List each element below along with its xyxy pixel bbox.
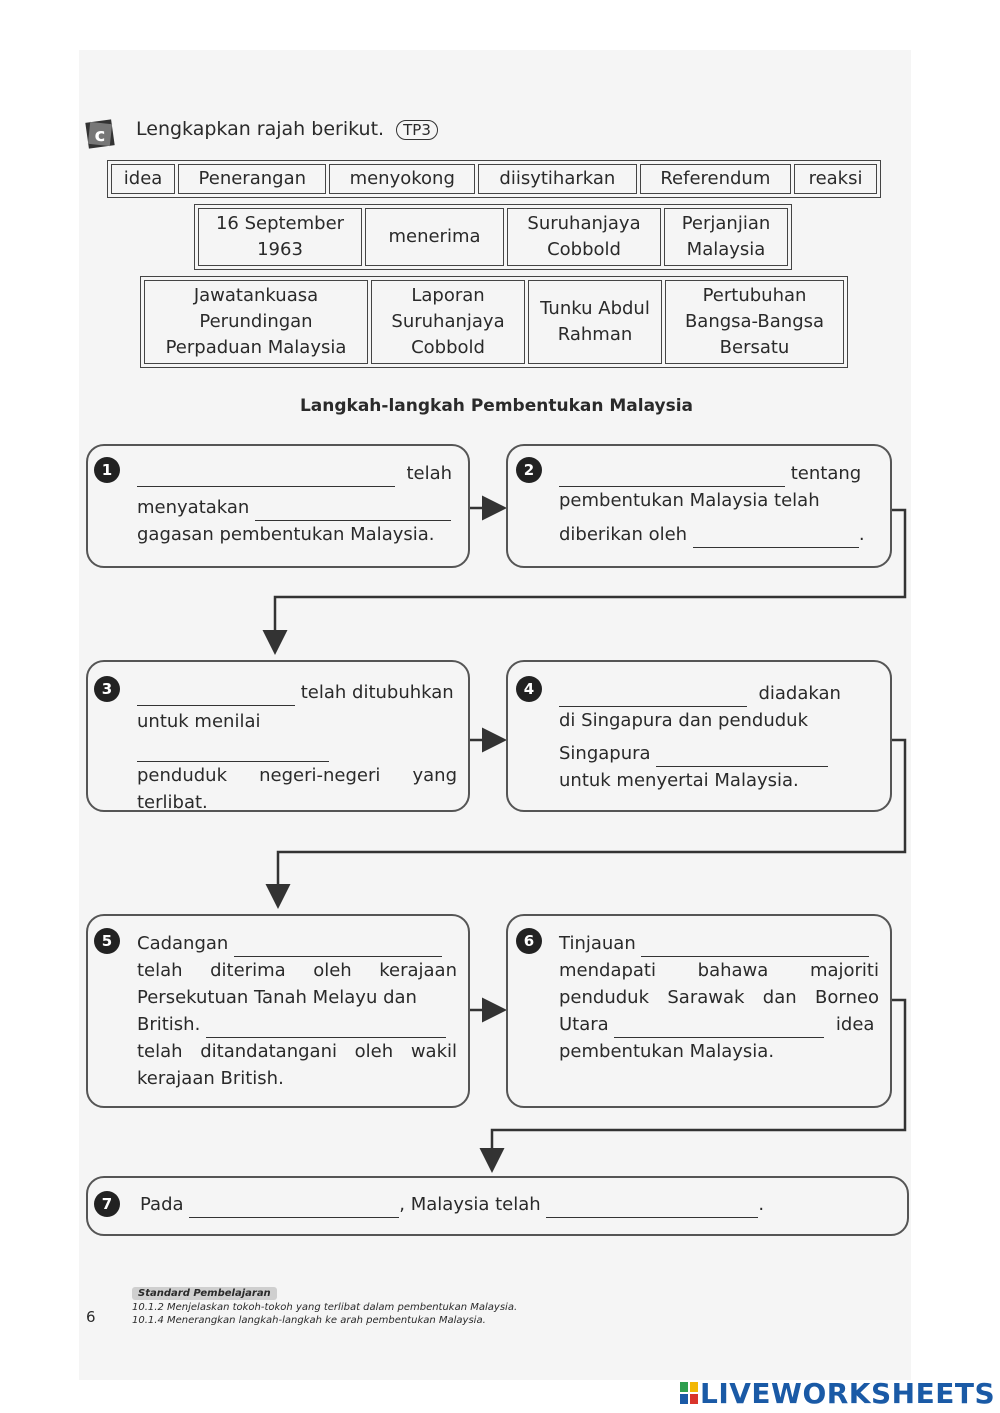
- step-4-blank-2[interactable]: [656, 748, 829, 767]
- step-4-text: diadakan di Singapura dan penduduk Singa…: [559, 680, 869, 794]
- word-bank-cell: reaksi: [794, 164, 877, 194]
- step-6-text-e: idea: [835, 1014, 875, 1035]
- section-c-icon: c: [85, 119, 115, 149]
- liveworksheets-logo-icon: [680, 1382, 698, 1404]
- step-1-text-c: gagasan pembentukan Malaysia.: [137, 524, 435, 545]
- step-5-text: Cadangan telah diterima oleh kerajaan Pe…: [137, 930, 457, 1092]
- arrow-6-7: [479, 998, 907, 1173]
- step-6-text-f: pembentukan Malaysia.: [559, 1041, 775, 1062]
- step-6-text-d: Utara: [559, 1014, 609, 1035]
- step-6-box: [506, 914, 892, 1108]
- step-5-text-c: Persekutuan Tanah Melayu dan: [137, 987, 417, 1008]
- word-bank-cell: Pertubuhan Bangsa-Bangsa Bersatu: [665, 280, 844, 364]
- word-bank-cell: Penerangan: [178, 164, 327, 194]
- step-3-blank-1[interactable]: [137, 687, 295, 706]
- word-bank-row-1: idea Penerangan menyokong diisytiharkan …: [107, 160, 881, 198]
- step-1-number: 1: [94, 457, 120, 483]
- step-3-text-c: penduduk negeri-negeri yang: [137, 765, 457, 786]
- step-5-blank-2[interactable]: [206, 1019, 447, 1038]
- step-2-number: 2: [516, 457, 542, 483]
- step-7-text-b: , Malaysia telah: [399, 1194, 541, 1215]
- step-1-blank-1[interactable]: [137, 468, 395, 487]
- step-2-blank-2[interactable]: [692, 529, 859, 548]
- step-1-box: [86, 444, 470, 568]
- word-bank-cell: Perjanjian Malaysia: [664, 208, 788, 266]
- arrow-4-5: [265, 738, 907, 909]
- step-3-blank-2[interactable]: [137, 743, 329, 762]
- step-4-text-a: diadakan: [758, 683, 841, 704]
- page-number: 6: [86, 1308, 96, 1326]
- step-7-number: 7: [94, 1191, 120, 1217]
- step-3-box: [86, 660, 470, 812]
- word-bank-cell: diisytiharkan: [478, 164, 637, 194]
- step-5-text-a: Cadangan: [137, 933, 229, 954]
- step-5-text-e: telah ditandatangani oleh wakil: [137, 1041, 457, 1062]
- step-1-text-b: menyatakan: [137, 497, 250, 518]
- step-6-text-a: Tinjauan: [559, 933, 636, 954]
- step-4-text-b: di Singapura dan penduduk: [559, 710, 809, 731]
- liveworksheets-logo[interactable]: LIVEWORKSHEETS: [700, 1377, 996, 1410]
- step-3-text-b: untuk menilai: [137, 711, 261, 732]
- step-5-text-b: telah diterima oleh kerajaan: [137, 960, 457, 981]
- learning-standard: Standard Pembelajaran 10.1.2 Menjelaskan…: [132, 1287, 517, 1326]
- step-4-text-d: untuk menyertai Malaysia.: [559, 770, 799, 791]
- word-bank-cell: Suruhanjaya Cobbold: [507, 208, 661, 266]
- step-2-text: tentang pembentukan Malaysia telah diber…: [559, 460, 869, 548]
- word-bank-cell: Jawatankuasa Perundingan Perpaduan Malay…: [144, 280, 368, 364]
- word-bank-row-3: Jawatankuasa Perundingan Perpaduan Malay…: [140, 276, 848, 368]
- word-bank-cell: Referendum: [639, 164, 792, 194]
- word-bank-row-2: 16 September 1963 menerima Suruhanjaya C…: [194, 204, 792, 270]
- step-3-number: 3: [94, 676, 120, 702]
- step-5-number: 5: [94, 928, 120, 954]
- step-4-blank-1[interactable]: [559, 688, 747, 707]
- step-6-blank-1[interactable]: [641, 938, 870, 957]
- word-bank-cell: idea: [111, 164, 176, 194]
- instruction-text: Lengkapkan rajah berikut.: [136, 118, 385, 140]
- step-1-blank-2[interactable]: [255, 502, 452, 521]
- step-6-text-c: penduduk Sarawak dan Borneo: [559, 987, 879, 1008]
- step-4-box: [506, 660, 892, 812]
- step-7-box: [86, 1176, 909, 1236]
- step-5-blank-1[interactable]: [234, 938, 443, 957]
- step-2-text-d: .: [858, 524, 865, 545]
- section-letter: c: [95, 125, 106, 146]
- step-3-text-a: telah ditubuhkan: [300, 682, 454, 703]
- learning-standard-line: 10.1.2 Menjelaskan tokoh-tokoh yang terl…: [132, 1302, 518, 1313]
- step-6-text: Tinjauan mendapati bahawa majoriti pendu…: [559, 930, 879, 1065]
- step-6-number: 6: [516, 928, 542, 954]
- step-6-blank-2[interactable]: [614, 1019, 825, 1038]
- step-3-text-d: terlibat.: [137, 792, 208, 813]
- step-2-text-a: tentang: [790, 463, 862, 484]
- step-2-blank-1[interactable]: [559, 468, 785, 487]
- diagram-title: Langkah-langkah Pembentukan Malaysia: [299, 396, 694, 416]
- step-7-text-a: Pada: [140, 1194, 184, 1215]
- step-5-box: [86, 914, 470, 1108]
- arrow-2-3: [262, 508, 907, 655]
- step-5-text-d: British.: [137, 1014, 201, 1035]
- word-bank-cell: Tunku Abdul Rahman: [528, 280, 662, 364]
- word-bank-cell: menyokong: [329, 164, 476, 194]
- step-5-text-f: kerajaan British.: [137, 1068, 284, 1089]
- step-2-text-c: diberikan oleh: [559, 524, 688, 545]
- step-7-text-c: .: [758, 1194, 765, 1215]
- step-6-text-b: mendapati bahawa majoriti: [559, 960, 879, 981]
- step-7-blank-1[interactable]: [189, 1199, 400, 1218]
- step-4-text-c: Singapura: [559, 743, 651, 764]
- level-badge: TP3: [396, 120, 438, 140]
- step-7-blank-2[interactable]: [546, 1199, 759, 1218]
- word-bank-cell: Laporan Suruhanjaya Cobbold: [371, 280, 525, 364]
- step-7-text: Pada , Malaysia telah .: [140, 1191, 840, 1218]
- word-bank-cell: 16 September 1963: [198, 208, 362, 266]
- step-3-text: telah ditubuhkan untuk menilai penduduk …: [137, 679, 457, 816]
- step-1-text: telah menyatakan gagasan pembentukan Mal…: [137, 460, 455, 548]
- step-2-text-b: pembentukan Malaysia telah: [559, 490, 820, 511]
- word-bank-cell: menerima: [365, 208, 504, 266]
- instruction: Lengkapkan rajah berikut. TP3: [136, 118, 438, 140]
- learning-standard-line: 10.1.4 Menerangkan langkah-langkah ke ar…: [132, 1315, 486, 1326]
- learning-standard-heading: Standard Pembelajaran: [132, 1287, 277, 1300]
- step-4-number: 4: [516, 676, 542, 702]
- step-1-text-a: telah: [406, 463, 453, 484]
